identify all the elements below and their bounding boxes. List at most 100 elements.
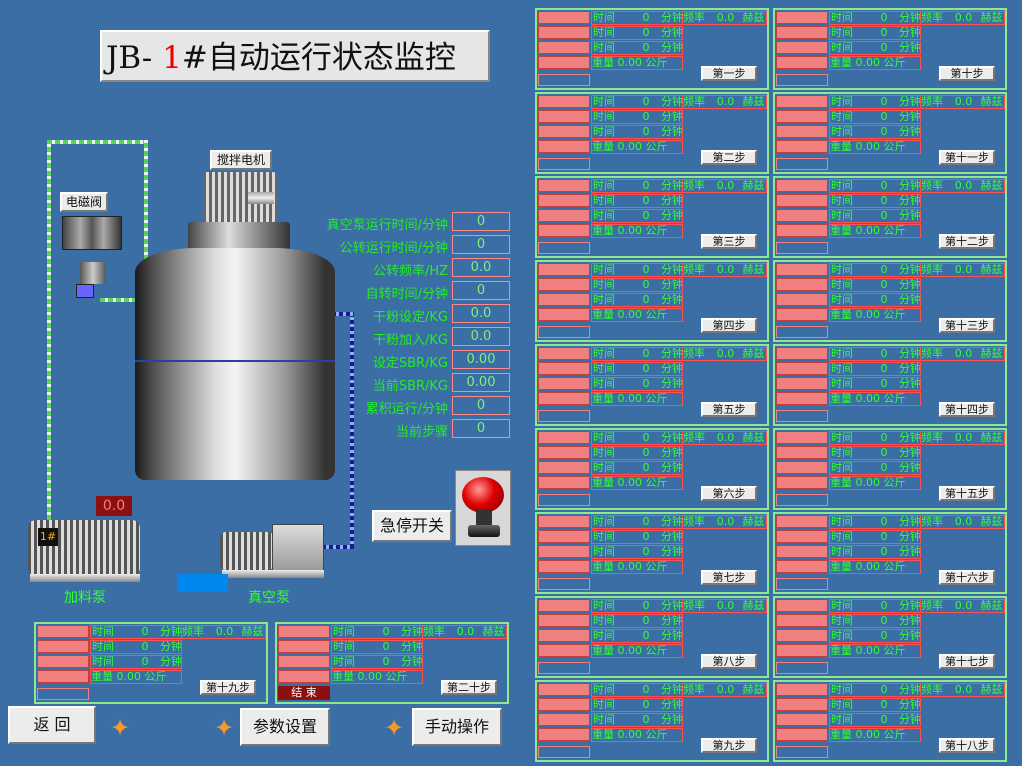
step-button[interactable]: 第二十步 <box>441 680 497 695</box>
step-weight-row: 重量 0.00 公斤 <box>829 644 921 658</box>
weight-label: 重量 <box>592 140 614 153</box>
step-value-bar <box>776 560 828 573</box>
manual-operation-button[interactable]: 手动操作 <box>412 708 502 746</box>
time-value: 0 <box>642 431 650 444</box>
vacuum-pump-icon[interactable] <box>220 532 274 570</box>
time-label: 时间 <box>831 515 853 528</box>
minute-unit: 分钟 <box>661 263 683 276</box>
minute-unit: 分钟 <box>661 713 683 726</box>
step-value-bar <box>538 728 590 741</box>
time-value: 0 <box>642 209 650 222</box>
weight-label: 重量 <box>830 644 852 657</box>
weight-label: 重量 <box>592 644 614 657</box>
time-label: 时间 <box>593 209 615 222</box>
time-label: 时间 <box>831 263 853 276</box>
estop-button[interactable] <box>455 470 511 546</box>
step-weight-row: 重量 0.00 公斤 <box>829 476 921 490</box>
step-value-bar <box>776 698 828 711</box>
step-button[interactable]: 第十三步 <box>939 318 995 333</box>
step-button[interactable]: 第一步 <box>701 66 757 81</box>
step-status-bar <box>776 242 828 254</box>
minute-unit: 分钟 <box>661 545 683 558</box>
step-value-bar <box>776 308 828 321</box>
minute-unit: 分钟 <box>160 625 182 638</box>
time-value: 0 <box>382 655 390 668</box>
weight-value: 0.00 <box>617 56 643 69</box>
minute-unit: 分钟 <box>661 95 683 108</box>
step-value-bar <box>538 308 590 321</box>
time-label: 时间 <box>333 640 355 653</box>
step-button[interactable]: 第十九步 <box>200 680 256 695</box>
feed-pump-label: 加料泵 <box>64 590 106 606</box>
freq-value: 0.0 <box>716 179 735 192</box>
step-button[interactable]: 第五步 <box>701 402 757 417</box>
feed-pump-value: 0.0 <box>96 496 132 516</box>
step-button[interactable]: 第十一步 <box>939 150 995 165</box>
step-value-bar <box>538 179 590 192</box>
step-button[interactable]: 第七步 <box>701 570 757 585</box>
step-weight-row: 重量 0.00 公斤 <box>829 560 921 574</box>
weight-value: 0.00 <box>855 392 881 405</box>
fox-mascot-icon: ✦ <box>109 714 131 742</box>
minute-unit: 分钟 <box>899 545 921 558</box>
estop-base-icon <box>468 525 500 537</box>
step-button[interactable]: 第四步 <box>701 318 757 333</box>
time-value: 0 <box>880 515 888 528</box>
solenoid-valve-icon[interactable] <box>62 216 122 250</box>
step-value-bar <box>538 392 590 405</box>
step-button[interactable]: 第十五步 <box>939 486 995 501</box>
time-label: 时间 <box>831 41 853 54</box>
step-status-bar <box>538 578 590 590</box>
step-button[interactable]: 第二步 <box>701 150 757 165</box>
time-label: 时间 <box>831 26 853 39</box>
step-button[interactable]: 第九步 <box>701 738 757 753</box>
minute-unit: 分钟 <box>899 347 921 360</box>
param-value: 0.0 <box>452 327 510 346</box>
step-weight-row: 重量 0.00 公斤 <box>331 670 423 684</box>
step-button[interactable]: 第六步 <box>701 486 757 501</box>
step-button[interactable]: 第十步 <box>939 66 995 81</box>
step-button[interactable]: 第十六步 <box>939 570 995 585</box>
step-button[interactable]: 第十四步 <box>939 402 995 417</box>
step-value-bar <box>776 125 828 138</box>
step-value-bar <box>776 629 828 642</box>
minute-unit: 分钟 <box>661 614 683 627</box>
step-value-bar <box>538 347 590 360</box>
time-value: 0 <box>880 599 888 612</box>
param-settings-button[interactable]: 参数设置 <box>240 708 330 746</box>
kg-unit: 公斤 <box>645 224 668 237</box>
step-button[interactable]: 第八步 <box>701 654 757 669</box>
step-value-bar <box>538 446 590 459</box>
time-value: 0 <box>880 461 888 474</box>
weight-label: 重量 <box>592 392 614 405</box>
hz-unit: 赫兹 <box>980 11 1003 24</box>
minute-unit: 分钟 <box>661 461 683 474</box>
step-weight-row: 重量 0.00 公斤 <box>591 140 683 154</box>
freq-value: 0.0 <box>456 625 475 638</box>
step-button[interactable]: 第三步 <box>701 234 757 249</box>
time-value: 0 <box>642 95 650 108</box>
time-value: 0 <box>642 698 650 711</box>
step-status-bar <box>538 662 590 674</box>
back-button[interactable]: 返 回 <box>8 706 96 744</box>
weight-label: 重量 <box>592 224 614 237</box>
step-button[interactable]: 第十七步 <box>939 654 995 669</box>
freq-label: 频率 <box>921 95 943 108</box>
step-button[interactable]: 第十八步 <box>939 738 995 753</box>
weight-value: 0.00 <box>855 728 881 741</box>
freq-label: 频率 <box>683 347 705 360</box>
time-value: 0 <box>642 629 650 642</box>
step-value-bar <box>776 140 828 153</box>
freq-value: 0.0 <box>716 11 735 24</box>
step-button[interactable]: 第十二步 <box>939 234 995 249</box>
